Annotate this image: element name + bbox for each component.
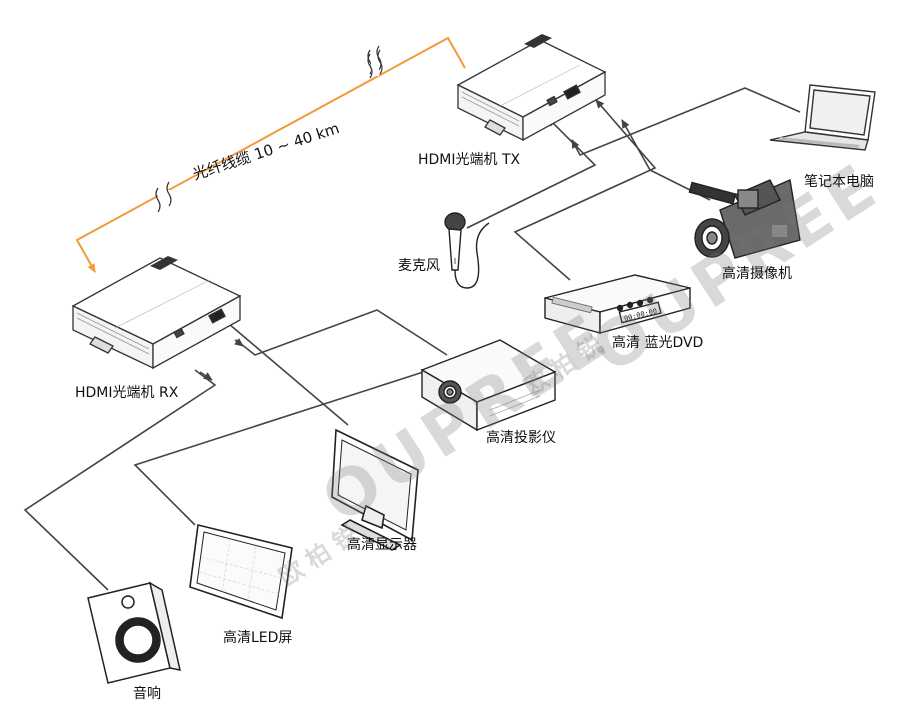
bluray-label: 高清 蓝光DVD bbox=[612, 335, 704, 351]
tx-label: HDMI光端机 TX bbox=[418, 152, 521, 168]
rx-label: HDMI光端机 RX bbox=[75, 385, 179, 401]
cable-laptop-tx bbox=[571, 87, 801, 157]
laptop-icon bbox=[769, 84, 876, 151]
cable-mic-tx bbox=[466, 117, 597, 229]
monitor-icon bbox=[331, 428, 419, 551]
projector-icon bbox=[420, 339, 557, 432]
rx-unit bbox=[71, 256, 242, 370]
microphone-icon bbox=[444, 212, 490, 289]
cable-rx-speaker bbox=[23, 369, 217, 591]
ledscreen-label: 高清LED屏 bbox=[223, 630, 293, 646]
speaker-icon bbox=[87, 581, 181, 684]
microphone-label: 麦克风 bbox=[398, 258, 440, 274]
camcorder-label: 高清摄像机 bbox=[722, 266, 792, 282]
speaker-label: 音响 bbox=[133, 686, 161, 702]
bluray-player-icon: 00:00:00 bbox=[544, 274, 691, 334]
projector-label: 高清投影仪 bbox=[486, 430, 556, 446]
led-screen-icon bbox=[189, 524, 293, 620]
monitor-label: 高清显示器 bbox=[347, 537, 417, 553]
cable-bluray-tx bbox=[513, 99, 657, 281]
fiber-cable bbox=[75, 36, 466, 273]
cable-break-bottom bbox=[155, 181, 172, 213]
laptop-label: 笔记本电脑 bbox=[804, 174, 874, 190]
cable-rx-projector bbox=[235, 309, 448, 356]
cable-rx-led bbox=[133, 364, 446, 526]
cable-rx-monitor bbox=[221, 317, 349, 426]
cable-break-top bbox=[367, 45, 383, 79]
camcorder-icon bbox=[688, 179, 801, 259]
tx-unit bbox=[456, 34, 607, 142]
